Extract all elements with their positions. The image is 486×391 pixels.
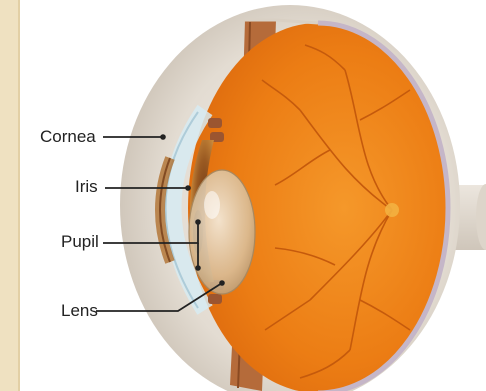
pupil-label: Pupil xyxy=(61,232,99,252)
lens-label: Lens xyxy=(61,301,98,321)
cornea-label: Cornea xyxy=(40,127,96,147)
iris-label: Iris xyxy=(75,177,98,197)
